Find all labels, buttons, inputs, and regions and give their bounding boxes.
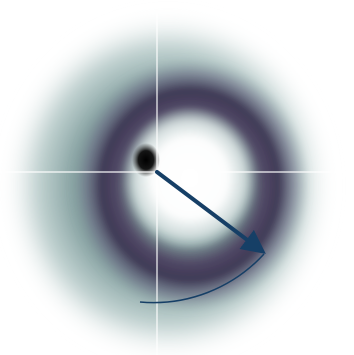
bright-core xyxy=(122,106,258,250)
